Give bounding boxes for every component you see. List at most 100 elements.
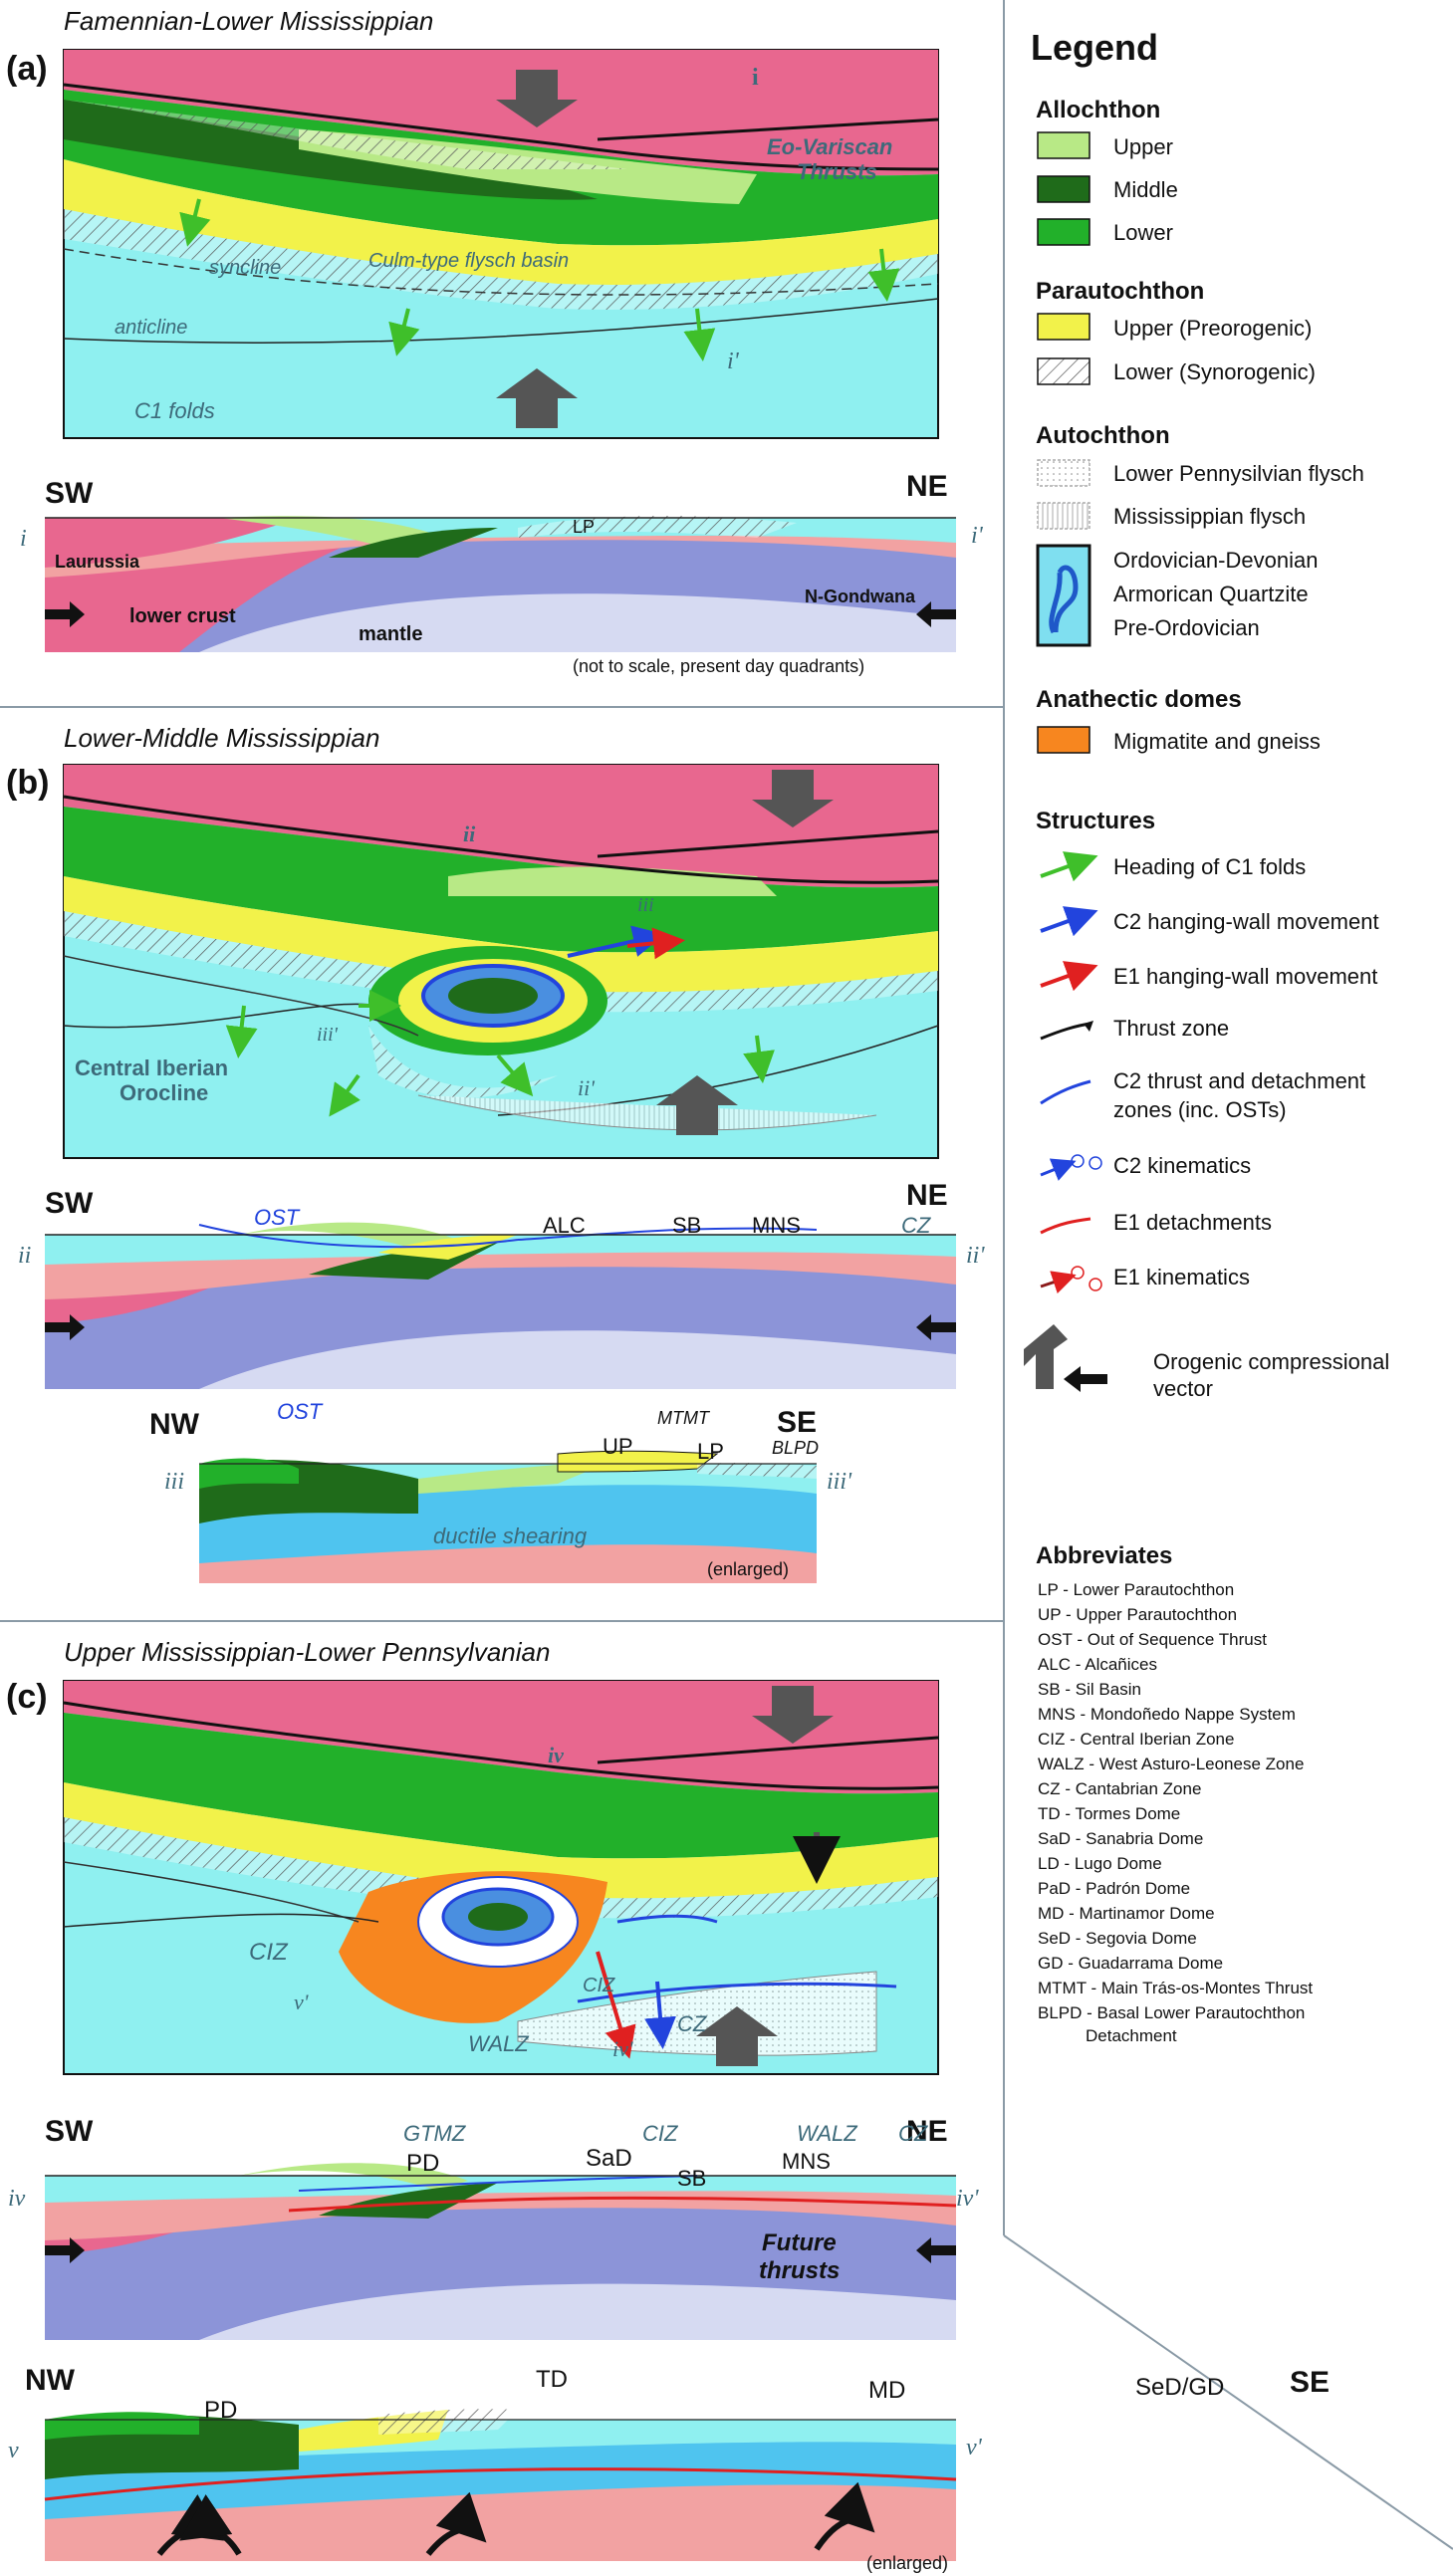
c-v: v' [294, 1990, 309, 2014]
a-mantle: mantle [359, 623, 422, 645]
c-enl-pd: PD [204, 2397, 237, 2424]
c-cz: CZ [898, 2121, 929, 2146]
c-enl-start: v [8, 2438, 19, 2463]
b-enl-up: UP [603, 1434, 633, 1459]
label-pre-ordovician: Pre-Ordovician [1113, 615, 1260, 640]
legend-domes: Anathectic domes [1036, 686, 1242, 713]
abbr-item: ALC - Alcañices [1038, 1655, 1157, 1674]
swatch-lower-para [1037, 357, 1090, 385]
b-end: ii' [966, 1243, 985, 1269]
b-enl-end: iii' [827, 1469, 852, 1495]
b-orocline: Orocline [120, 1080, 208, 1105]
panel-a-title: Famennian-Lower Mississippian [64, 6, 433, 36]
legend: Legend Allochthon Upper Middle Lower Par… [1024, 27, 1389, 2045]
label-migmatite: Migmatite and gneiss [1113, 729, 1321, 754]
legend-title: Legend [1031, 27, 1158, 68]
c-ciz: CIZ [249, 1939, 289, 1966]
heading-c1-icon [1040, 851, 1098, 882]
b-enl-blpd: BLPD [772, 1438, 819, 1458]
b-ne: NE [906, 1179, 948, 1212]
abbr-item: LP - Lower Parautochthon [1038, 1580, 1234, 1599]
b-section-end: ii' [578, 1075, 595, 1100]
a-lower-crust: lower crust [129, 605, 236, 627]
b-enl-ductile: ductile shearing [433, 1523, 588, 1548]
abbr-item: PaD - Padrón Dome [1038, 1879, 1190, 1898]
c2-kin-dot-icon [1071, 1154, 1085, 1168]
panel-b-enlarged: NW SE iii iii' OST UP MTMT LP BLPD ducti… [149, 1399, 852, 1583]
c2-kin-cross-icon [1089, 1156, 1102, 1170]
swatch-ordovician [1036, 544, 1091, 647]
a-note: (not to scale, present day quadrants) [573, 656, 864, 676]
a-c1-folds: C1 folds [134, 398, 215, 423]
label-lower-para: Lower (Synorogenic) [1113, 359, 1316, 384]
label-compress: Orogenic compressional [1153, 1349, 1389, 1374]
c-enl-sedgd: SeD/GD [1135, 2374, 1224, 2401]
label-thrust-zone: Thrust zone [1113, 1016, 1229, 1041]
a-lp: LP [573, 517, 595, 537]
b-enl-start: iii [164, 1469, 184, 1495]
label-lower-allo: Lower [1113, 220, 1173, 245]
c-walz: WALZ [797, 2121, 858, 2146]
label-lower-penn: Lower Pennysilvian flysch [1113, 461, 1364, 486]
c-walz: WALZ [468, 2031, 530, 2056]
abbr-item: WALZ - West Asturo-Leonese Zone [1038, 1755, 1304, 1773]
compress-black-arrow-icon [1064, 1366, 1107, 1392]
abbr-item: CIZ - Central Iberian Zone [1038, 1730, 1234, 1749]
c-ciz2: CIZ [583, 1975, 615, 1996]
a-sw: SW [45, 477, 94, 510]
label-upper-allo: Upper [1113, 134, 1173, 159]
a-section-start: i [752, 65, 759, 91]
panel-b-title: Lower-Middle Mississippian [64, 723, 379, 753]
label-ordovician: Ordovician-Devonian [1113, 548, 1318, 573]
panel-c-letter: (c) [6, 1678, 48, 1716]
c2-thrust-line-icon [1040, 1079, 1091, 1105]
abbr-item: MTMT - Main Trás-os-Montes Thrust [1038, 1979, 1313, 1997]
c-sw: SW [45, 2115, 94, 2148]
thrust-tooth-icon [1084, 1021, 1093, 1032]
compress-grey-arrow-icon [1024, 1324, 1068, 1389]
quartzite-s-symbol [1049, 565, 1079, 634]
b-enl-lp: LP [697, 1439, 724, 1464]
panel-a-letter: (a) [6, 50, 48, 88]
e1-hanging-icon [1040, 961, 1098, 992]
c-end: iv' [956, 2186, 979, 2212]
b-enl-nw: NW [149, 1408, 200, 1441]
legend-allochthon: Allochthon [1036, 97, 1160, 123]
swatch-upper-para [1037, 313, 1090, 341]
c-enl-note: (enlarged) [866, 2553, 948, 2573]
panel-a-section: SW NE i i' LP Laurussia lower crust mant… [20, 470, 984, 676]
c-sad: SaD [586, 2145, 632, 2172]
b-iii-end: iii' [317, 1024, 339, 1046]
c-sb: SB [677, 2166, 706, 2191]
c-enl-td: TD [536, 2366, 568, 2393]
b-enl-mtmt: MTMT [657, 1408, 711, 1428]
c-ne: NE [906, 2115, 948, 2148]
e1-kin-dot-icon [1071, 1266, 1085, 1280]
b-start: ii [18, 1243, 31, 1269]
panel-b: Lower-Middle Mississippian (b) [6, 723, 985, 1583]
b-alc: ALC [543, 1213, 586, 1238]
a-start: i [20, 526, 27, 552]
abbr-item: SeD - Segovia Dome [1038, 1929, 1197, 1948]
b-ost: OST [254, 1205, 301, 1230]
b-enl-se: SE [777, 1406, 817, 1439]
c-pd: PD [406, 2150, 439, 2177]
c2-hanging-icon [1040, 906, 1098, 937]
e1-detach-icon [1040, 1217, 1091, 1235]
label-c2-thrust-cont: zones (inc. OSTs) [1113, 1097, 1287, 1122]
b-cz: CZ [901, 1213, 932, 1238]
c2-kin-arrow-icon [1040, 1158, 1077, 1181]
swatch-lower-allo [1037, 218, 1090, 246]
b-enl-note: (enlarged) [707, 1559, 789, 1579]
label-middle-allo: Middle [1113, 177, 1178, 202]
panel-c-enlarged: NW SE v v' PD TD MD SeD/GD (enlarged) [8, 2364, 1330, 2573]
a-syncline: syncline [209, 257, 281, 279]
label-e1-detach: E1 detachments [1113, 1210, 1272, 1235]
panel-a-map: Eo-Variscan Thrusts syncline Culm-type f… [63, 49, 939, 439]
abbr-item: OST - Out of Sequence Thrust [1038, 1630, 1267, 1649]
panel-b-section: SW NE ii ii' OST ALC SB MNS CZ [18, 1179, 985, 1389]
a-culm: Culm-type flysch basin [368, 250, 569, 272]
a-laurussia: Laurussia [55, 552, 140, 572]
b-sb: SB [672, 1213, 701, 1238]
panel-c-section: SW NE iv iv' GTMZ CIZ WALZ CZ PD SaD SB … [8, 2115, 979, 2340]
